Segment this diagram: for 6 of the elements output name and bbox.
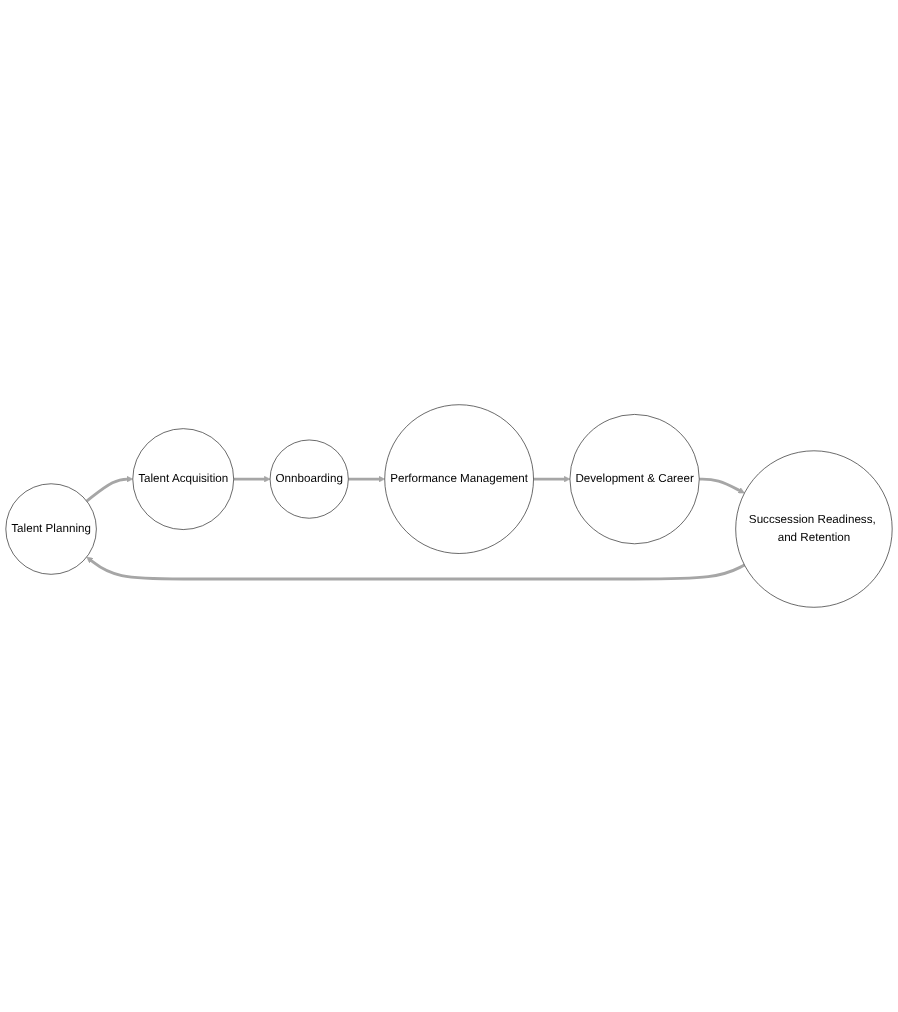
arrow [533, 475, 571, 483]
arrow [699, 477, 745, 494]
arrow [348, 475, 385, 483]
arrow [86, 556, 746, 581]
arrow [85, 475, 134, 503]
arrow [233, 475, 271, 483]
